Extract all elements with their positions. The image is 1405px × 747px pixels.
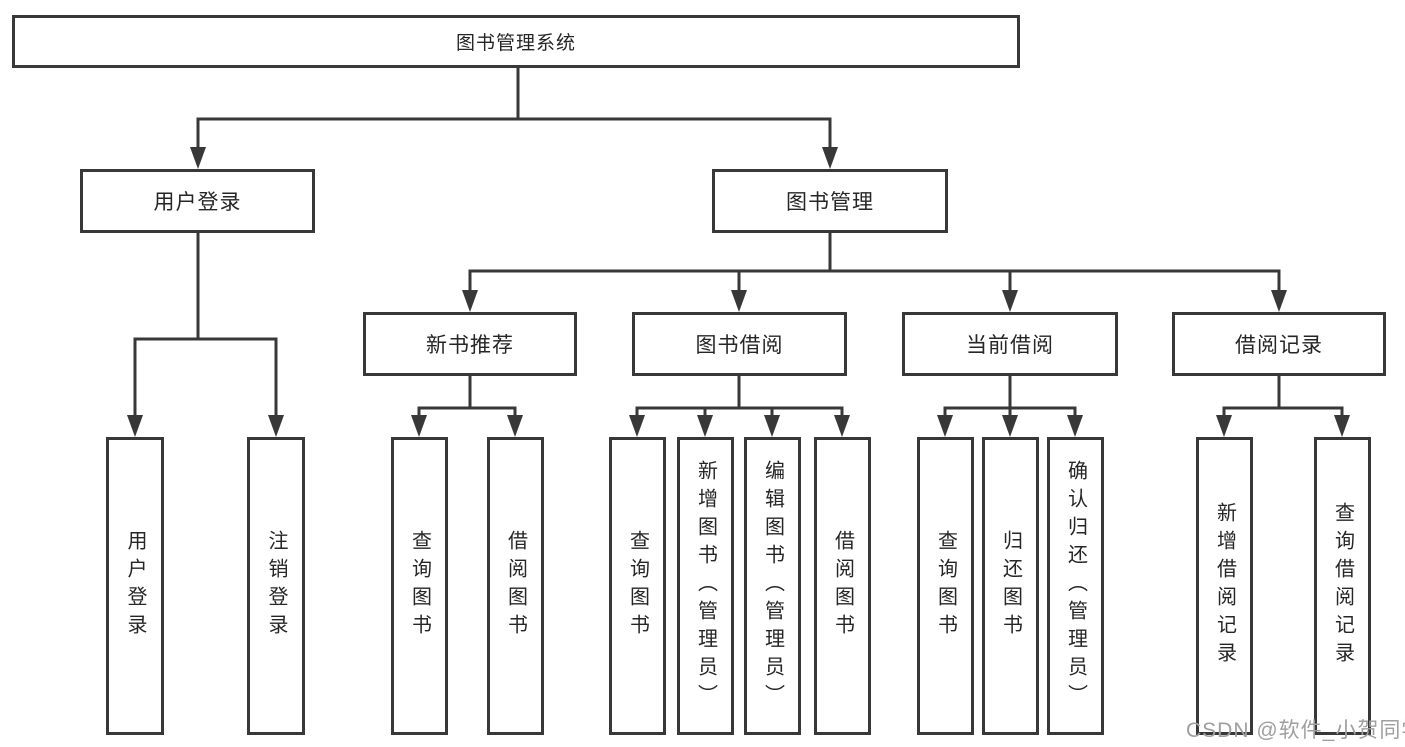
node-user-login-leaf: 用户登录 (106, 437, 164, 735)
arrow-down-icon (731, 290, 747, 312)
node-edit-book-admin: 编辑图书（管理员） (744, 437, 801, 735)
node-label: 图书管理 (786, 191, 874, 214)
node-label: 当前借阅 (966, 334, 1054, 357)
node-current-borrow: 当前借阅 (902, 312, 1118, 376)
node-confirm-return-admin: 确认归还（管理员） (1047, 437, 1104, 735)
node-label: 用户登录 (153, 191, 242, 214)
node-label: 借阅图书 (504, 530, 527, 642)
node-query-books-current: 查询图书 (917, 437, 974, 735)
node-label: 归还图书 (999, 530, 1022, 642)
node-borrow-records: 借阅记录 (1172, 312, 1386, 376)
node-label: 编辑图书（管理员） (761, 460, 784, 712)
arrow-down-icon (1002, 290, 1018, 312)
node-borrow-books-leaf: 借阅图书 (814, 437, 871, 735)
node-query-books-borrow: 查询图书 (609, 437, 666, 735)
arrow-down-icon (1334, 415, 1350, 437)
node-library-system: 图书管理系统 (12, 15, 1020, 68)
node-label: 图书借阅 (695, 334, 784, 357)
node-return-books: 归还图书 (982, 437, 1039, 735)
arrow-down-icon (1271, 290, 1287, 312)
arrow-down-icon (764, 415, 780, 437)
node-label: 用户登录 (124, 530, 146, 642)
arrow-down-icon (411, 415, 427, 437)
watermark-text: CSDN @软件_小贺同学 (1186, 719, 1405, 742)
node-label: 新书推荐 (426, 334, 514, 357)
node-logout: 注销登录 (247, 437, 305, 735)
node-borrow-books-recommend: 借阅图书 (487, 437, 544, 735)
node-book-borrow: 图书借阅 (632, 312, 847, 376)
node-label: 借阅图书 (831, 530, 854, 642)
arrow-down-icon (127, 415, 143, 437)
node-label: 注销登录 (265, 530, 287, 642)
arrow-down-icon (697, 415, 713, 437)
arrow-down-icon (1002, 415, 1018, 437)
node-user-login: 用户登录 (80, 169, 315, 233)
node-book-management: 图书管理 (712, 169, 948, 233)
node-new-book-recommend: 新书推荐 (363, 312, 577, 376)
arrow-down-icon (190, 147, 206, 169)
arrow-down-icon (1216, 415, 1232, 437)
node-label: 新增借阅记录 (1213, 502, 1236, 670)
node-query-books-recommend: 查询图书 (391, 437, 448, 735)
node-label: 借阅记录 (1235, 334, 1323, 357)
connector-paths (133, 66, 1344, 419)
node-label: 查询图书 (408, 530, 431, 642)
node-add-borrow-record: 新增借阅记录 (1196, 437, 1253, 735)
node-label: 图书管理系统 (455, 33, 576, 54)
node-query-borrow-record: 查询借阅记录 (1314, 437, 1371, 735)
arrow-down-icon (937, 415, 953, 437)
arrow-down-icon (507, 415, 523, 437)
node-label: 新增图书（管理员） (694, 460, 717, 712)
arrow-down-icon (834, 415, 850, 437)
arrow-down-icon (1067, 415, 1083, 437)
node-label: 查询借阅记录 (1331, 502, 1354, 670)
arrow-down-icon (462, 290, 478, 312)
node-label: 查询图书 (934, 530, 957, 642)
arrow-down-icon (822, 147, 838, 169)
node-label: 确认归还（管理员） (1064, 460, 1087, 712)
arrow-down-icon (629, 415, 645, 437)
node-label: 查询图书 (626, 530, 649, 642)
arrowheads (127, 147, 1350, 437)
arrow-down-icon (268, 415, 284, 437)
node-add-book-admin: 新增图书（管理员） (677, 437, 734, 735)
